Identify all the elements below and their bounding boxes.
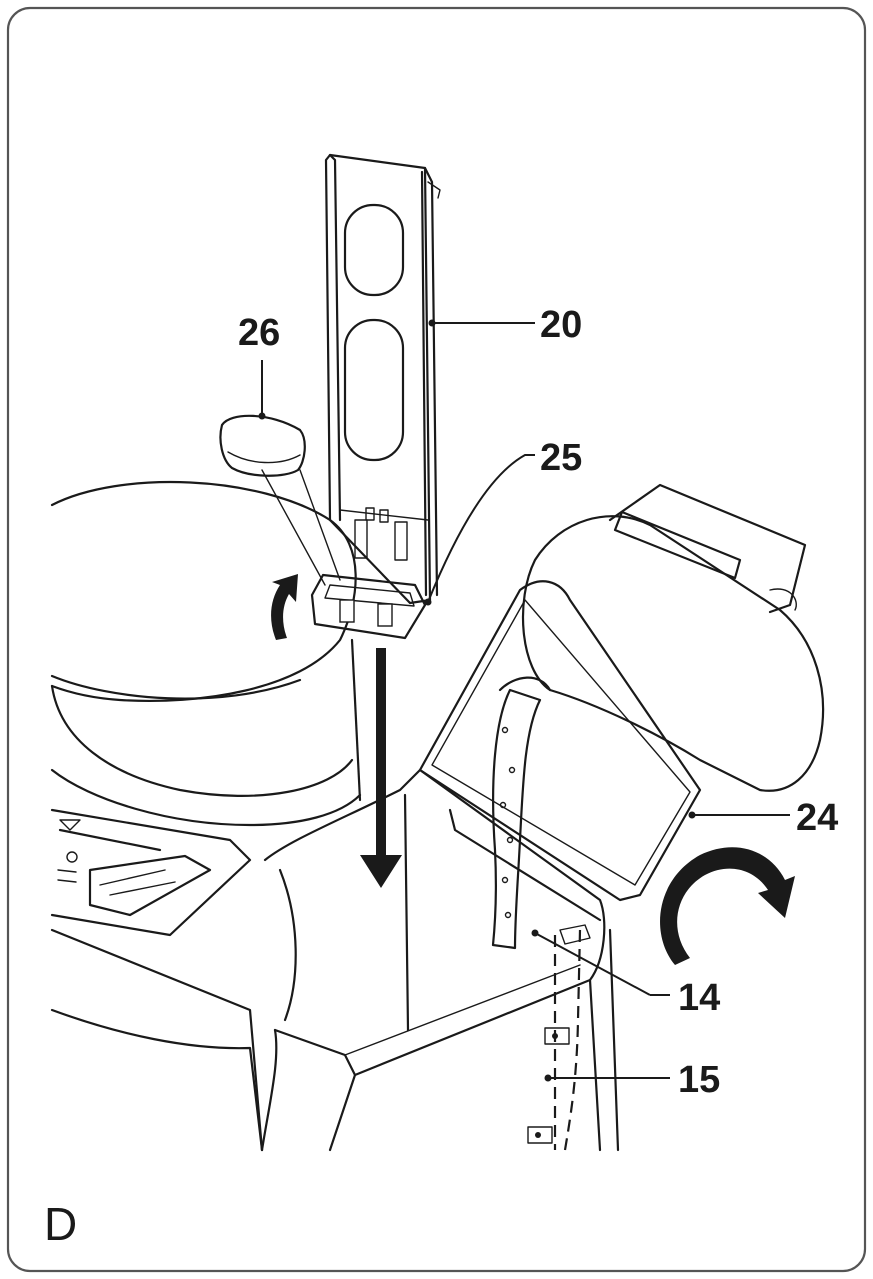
rotate-lid-arrow-icon — [660, 847, 795, 965]
water-jug — [498, 483, 825, 792]
panel-letter: D — [44, 1198, 77, 1250]
callout-26: 26 — [238, 312, 280, 354]
machine-body — [50, 480, 362, 1152]
tank-lid — [418, 580, 702, 902]
water-stream — [491, 688, 542, 950]
insertion-guide-line — [299, 469, 341, 581]
rotate-arrow-icon — [271, 574, 298, 640]
callout-25: 25 — [540, 437, 582, 479]
water-tank — [260, 768, 620, 1152]
callout-14: 14 — [678, 977, 720, 1019]
callout-leaders — [258, 319, 790, 1082]
insert-down-arrow-icon — [360, 648, 402, 888]
panel-frame — [6, 6, 867, 1273]
filter-holder — [324, 153, 441, 605]
tank-tube-outline — [553, 929, 582, 1151]
callout-15: 15 — [678, 1059, 720, 1101]
callout-20: 20 — [540, 304, 582, 346]
callout-24: 24 — [796, 797, 838, 839]
insertion-guide-line — [261, 469, 326, 586]
filter-cup — [310, 573, 427, 640]
